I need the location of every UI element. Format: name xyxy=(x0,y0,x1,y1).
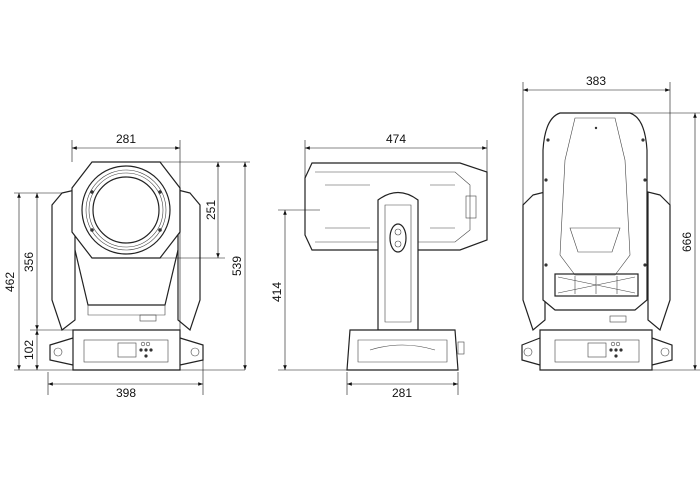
dim-arm-height: 356 xyxy=(22,252,36,272)
front-view-dimensions: 281 398 462 356 102 251 539 xyxy=(3,132,250,400)
dim-side-base-width: 281 xyxy=(392,386,412,400)
dim-overall-height: 539 xyxy=(230,256,244,276)
front-view xyxy=(49,161,204,371)
dim-tilted-height: 666 xyxy=(680,232,694,252)
side-view xyxy=(304,162,488,371)
dim-total-height: 462 xyxy=(3,272,17,292)
dim-head-width: 281 xyxy=(116,132,136,146)
back-view xyxy=(521,112,673,371)
dim-base-width: 398 xyxy=(116,386,136,400)
dim-total-width: 383 xyxy=(586,74,606,88)
back-view-dimensions: 383 666 xyxy=(522,74,700,371)
dim-base-height: 102 xyxy=(22,340,36,360)
dim-pivot-height: 414 xyxy=(270,282,284,302)
side-view-dimensions: 474 414 281 xyxy=(270,132,488,400)
dim-head-height: 251 xyxy=(204,200,218,220)
dim-head-length: 474 xyxy=(386,132,406,146)
